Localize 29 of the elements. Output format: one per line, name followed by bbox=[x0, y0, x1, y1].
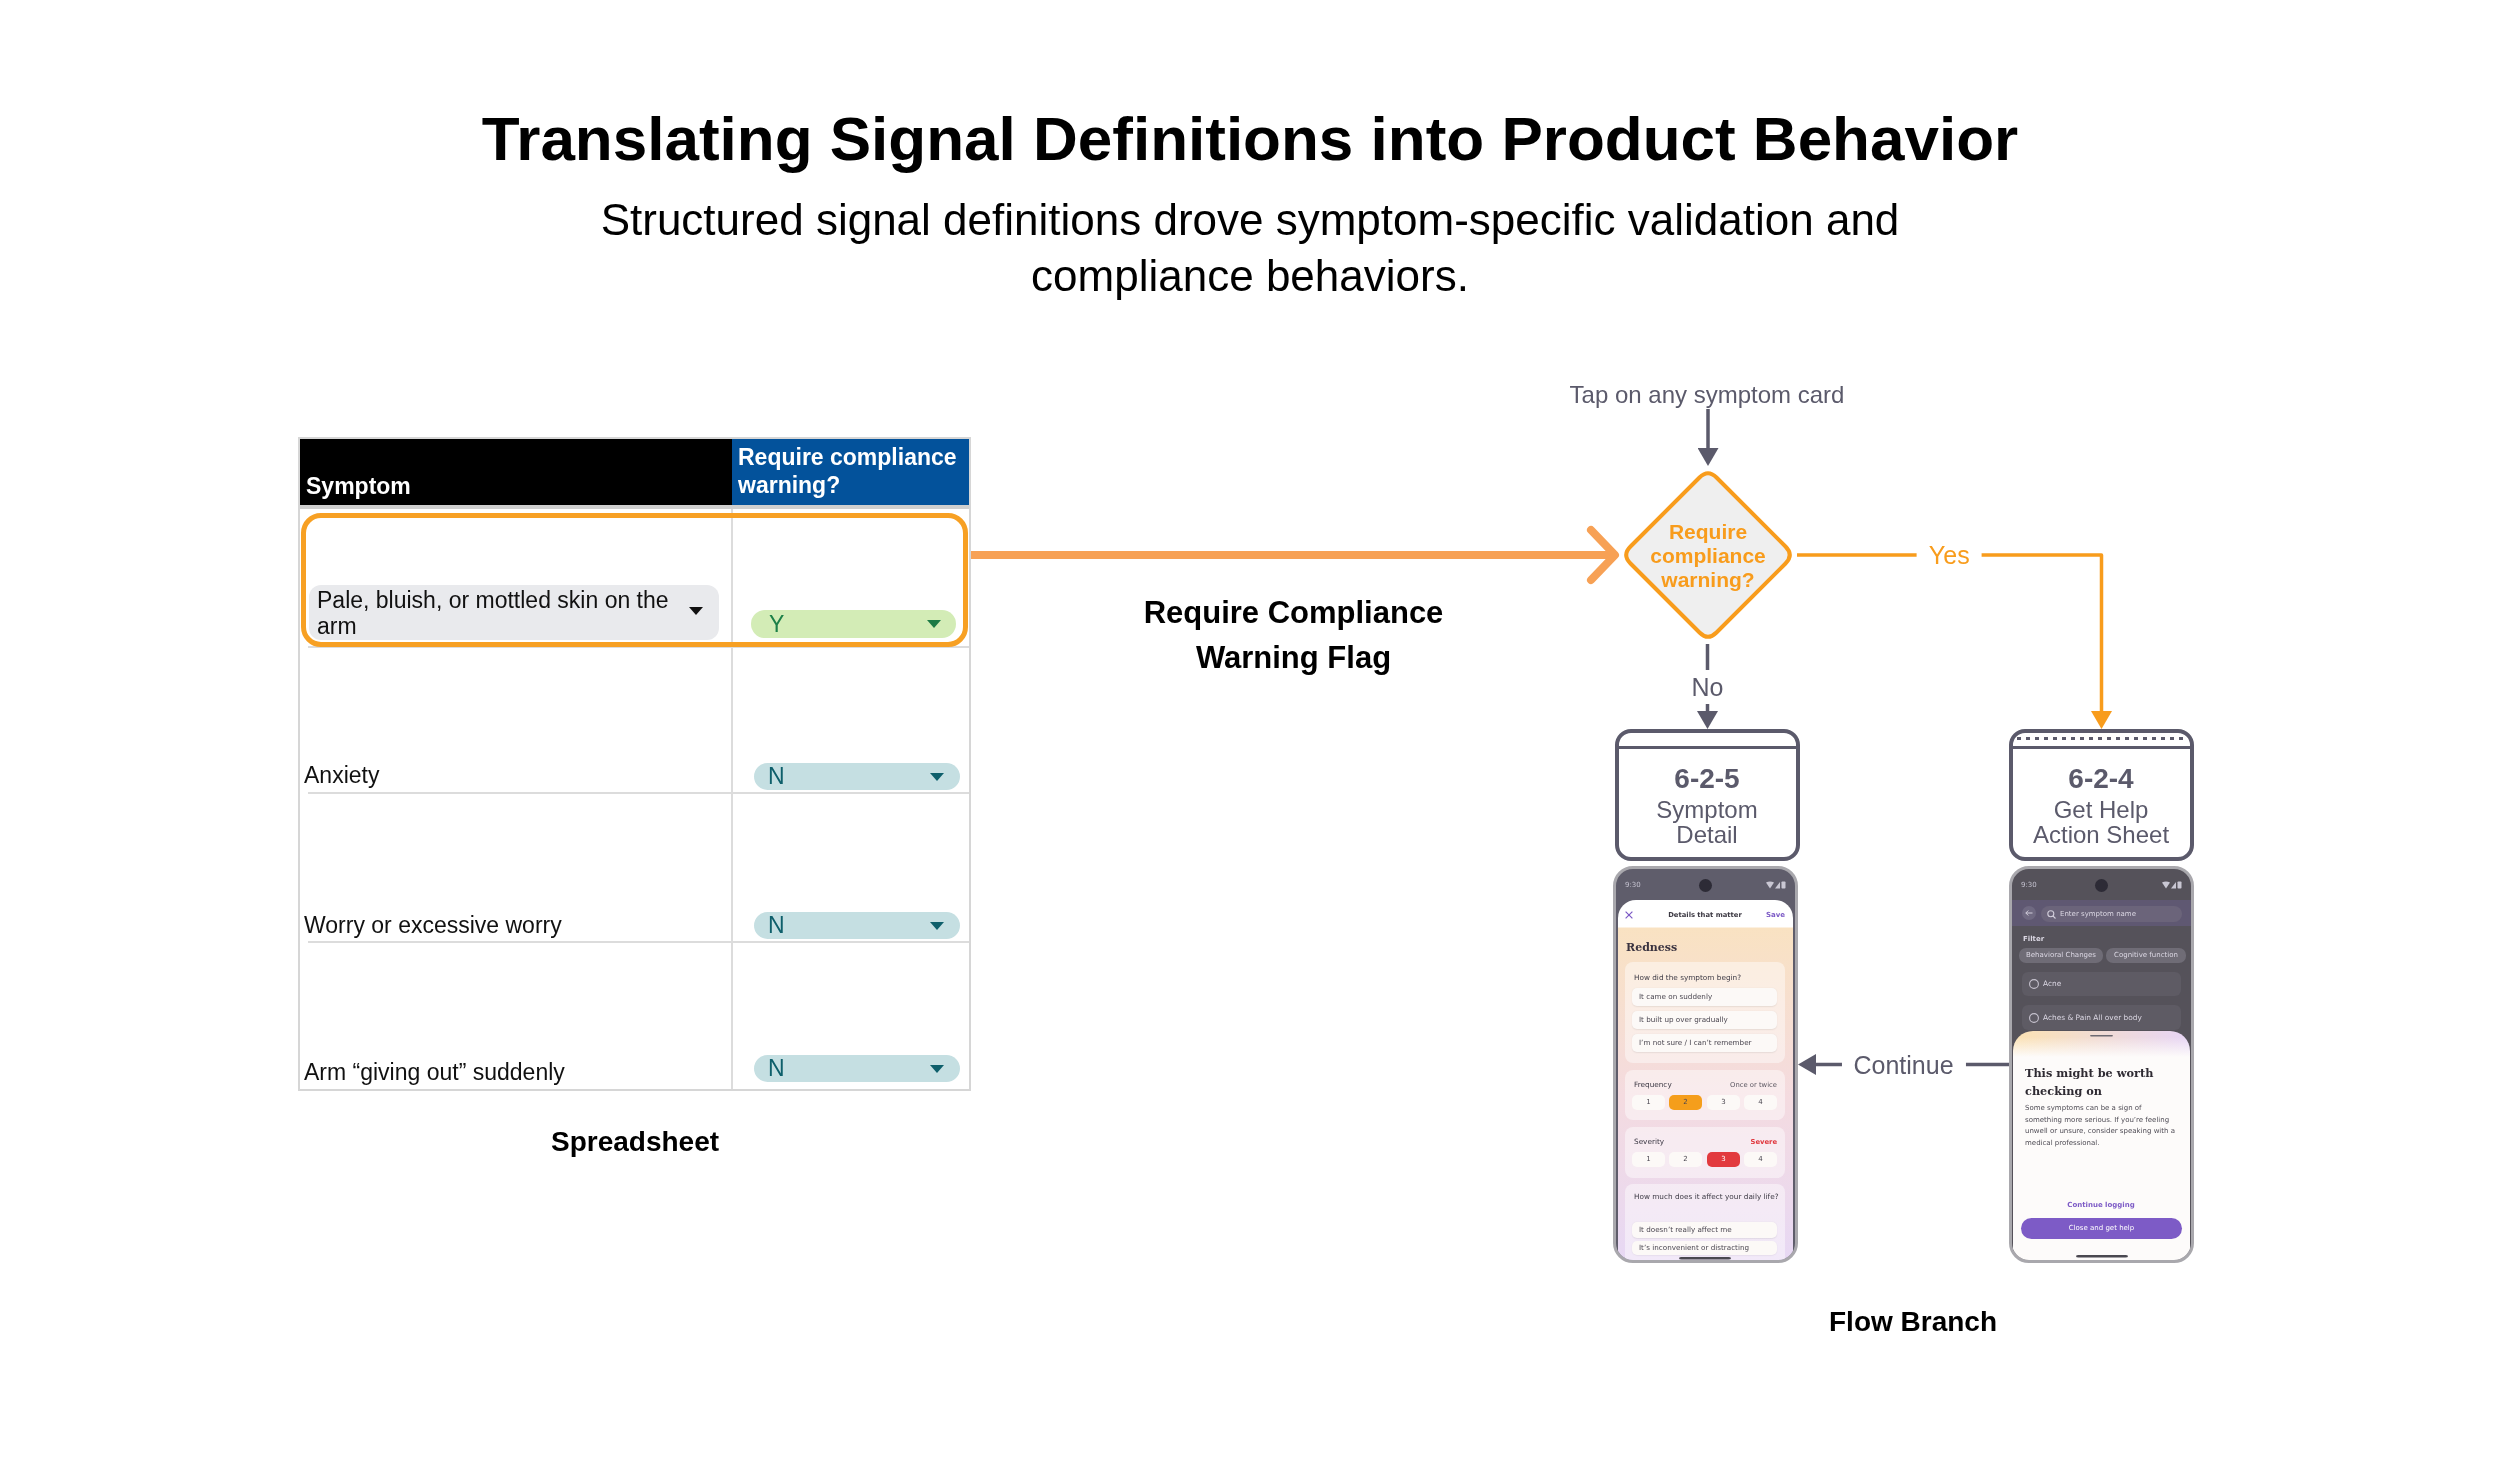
connector-arrow bbox=[1697, 409, 1719, 466]
table-caption: Spreadsheet bbox=[550, 1125, 720, 1159]
diagram-subtitle: Structured signal definitions drove symptom-specific validation and compliance behaviors. bbox=[599, 194, 1901, 302]
dropdown-select: N bbox=[754, 912, 960, 939]
phone-mockup bbox=[2009, 866, 2194, 1263]
highlight-frame bbox=[301, 513, 968, 647]
row-text: Arm “giving out” suddenly bbox=[304, 1058, 565, 1086]
dropdown-select: N bbox=[754, 763, 960, 790]
dropdown-select: N bbox=[754, 1055, 960, 1082]
diagram-title: Translating Signal Definitions into Product Behavior bbox=[481, 103, 2019, 175]
screen-card bbox=[2009, 729, 2194, 861]
trigger-text: Tap on any symptom card bbox=[1569, 381, 1845, 409]
row-text: Worry or excessive worry bbox=[304, 911, 562, 939]
screen-id: 6-2-4 bbox=[2068, 763, 2134, 795]
connector-arrow bbox=[968, 526, 1619, 584]
row-text: Anxiety bbox=[304, 761, 380, 789]
symptom-heading: Redness bbox=[1626, 941, 1678, 955]
dropdown-select: Pale, bluish, or mottled skin on the arm bbox=[309, 585, 719, 640]
section-caption: Flow Branch bbox=[1829, 1305, 1997, 1339]
screen-name: Get Help Action Sheet bbox=[2031, 797, 2171, 847]
decision-label: Require compliance warning? bbox=[1649, 520, 1767, 592]
screen-card bbox=[1615, 729, 1800, 861]
dropdown-select: Y bbox=[751, 610, 956, 638]
screen-id: 6-2-5 bbox=[1674, 763, 1740, 795]
column-header: Require compliance warning? bbox=[732, 439, 969, 505]
edge-label: Require Compliance Warning Flag bbox=[1142, 594, 1445, 677]
column-header: Symptom bbox=[300, 439, 732, 505]
sheet-title: This might be worth checking on bbox=[2025, 1065, 2155, 1100]
screen-name: Symptom Detail bbox=[1655, 797, 1759, 847]
